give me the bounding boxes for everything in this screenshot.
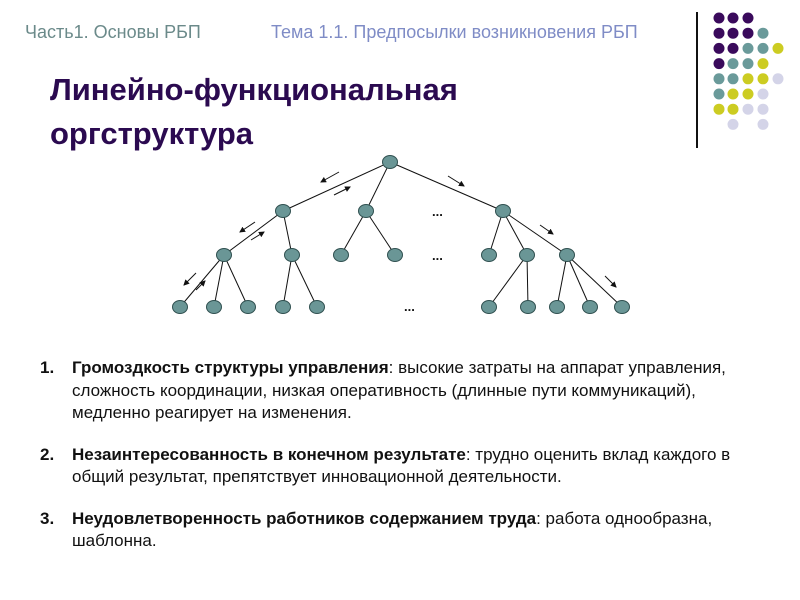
ellipsis-markers: ... ... ... (404, 204, 443, 314)
header-part-label: Часть1. Основы РБП (25, 22, 201, 42)
arrow-down-left-icon (239, 221, 256, 233)
list-item-heading: Незаинтересованность в конечном результа… (72, 444, 466, 464)
decor-dot (713, 27, 725, 39)
org-unit-node (284, 248, 300, 262)
drawbacks-list: 1. Громоздкость структуры управления: вы… (40, 357, 760, 553)
decor-dot (727, 103, 739, 115)
arrow-down-right-icon (539, 224, 554, 235)
org-unit-node (387, 248, 403, 262)
org-unit-node (559, 248, 575, 262)
list-item: 3. Неудовлетворенность работников содерж… (40, 508, 760, 553)
decor-dot (742, 27, 754, 39)
slide-title: Линейно-функциональная оргструктура (50, 68, 458, 156)
decor-dot (727, 73, 739, 85)
arrow-up-right-icon (333, 186, 351, 196)
decor-dot (713, 42, 725, 54)
decor-dot (713, 103, 725, 115)
org-unit-node (275, 300, 291, 314)
org-unit-node (309, 300, 325, 314)
arrow-up-right-icon (250, 231, 265, 241)
list-item-text: : трудно оценить вклад каждого в общий р… (72, 444, 731, 487)
org-unit-node (582, 300, 598, 314)
decor-dot (742, 103, 754, 115)
tree-edges (179, 161, 623, 308)
header-divider-line (696, 12, 698, 148)
list-item-text: : работа однообразна, шаблонна. (72, 508, 713, 551)
decor-dot (742, 42, 754, 54)
org-unit-node (481, 300, 497, 314)
decor-dot (727, 12, 739, 24)
list-item-number: 1. (40, 358, 55, 377)
communication-arrows (183, 171, 617, 291)
arrow-down-left-icon (183, 272, 197, 286)
decor-dot (713, 73, 725, 85)
decor-dot (757, 58, 769, 70)
decor-dot (742, 12, 754, 24)
decorative-dots-pattern (713, 12, 784, 130)
ellipsis-level2: ... (432, 248, 443, 263)
org-unit-node (495, 204, 511, 218)
org-unit-node (206, 300, 222, 314)
decor-dot (757, 88, 769, 100)
ellipsis-level3: ... (404, 299, 415, 314)
org-unit-node (481, 248, 497, 262)
decor-dot (727, 27, 739, 39)
list-item-text: : высокие затраты на аппарат управления,… (72, 358, 726, 422)
decor-dot (727, 118, 739, 130)
decor-dot (727, 58, 739, 70)
org-unit-node (358, 204, 374, 218)
list-item-heading: Громоздкость структуры управления (72, 358, 389, 377)
decor-dot (727, 42, 739, 54)
decor-dot (772, 42, 784, 54)
decor-dot (727, 88, 739, 100)
org-unit-node (333, 248, 349, 262)
slide-title-line1: Линейно-функциональная (50, 72, 458, 107)
org-unit-node (275, 204, 291, 218)
slide-title-line2: оргструктура (50, 116, 254, 151)
org-unit-node (240, 300, 256, 314)
decor-dot (713, 88, 725, 100)
decor-dot (772, 73, 784, 85)
org-unit-node (172, 300, 188, 314)
org-unit-node (520, 300, 536, 314)
arrow-down-left-icon (320, 171, 340, 183)
org-unit-node (549, 300, 565, 314)
arrow-down-right-icon (604, 275, 617, 288)
decor-dot (742, 88, 754, 100)
arrow-down-right-icon (447, 175, 465, 187)
decor-dot (757, 27, 769, 39)
arrow-up-right-icon (195, 280, 206, 291)
org-unit-node (382, 155, 398, 169)
decor-dot (757, 118, 769, 130)
org-unit-node (519, 248, 535, 262)
decor-dot (757, 42, 769, 54)
list-item-number: 3. (40, 508, 55, 528)
decor-dot (713, 12, 725, 24)
ellipsis-level1: ... (432, 204, 443, 219)
decor-dot (742, 58, 754, 70)
header-topic-label: Тема 1.1. Предпосылки возникновения РБП (271, 22, 638, 42)
org-unit-node (216, 248, 232, 262)
org-structure-diagram: ... ... ... (172, 155, 630, 314)
list-item: 1. Громоздкость структуры управления: вы… (40, 357, 760, 425)
list-item-number: 2. (40, 444, 55, 464)
decor-dot (742, 73, 754, 85)
decor-dot (713, 58, 725, 70)
list-item-heading: Неудовлетворенность работников содержани… (72, 508, 537, 528)
list-item: 2. Незаинтересованность в конечном резул… (40, 444, 760, 489)
org-unit-node (614, 300, 630, 314)
decor-dot (757, 73, 769, 85)
decor-dot (757, 103, 769, 115)
